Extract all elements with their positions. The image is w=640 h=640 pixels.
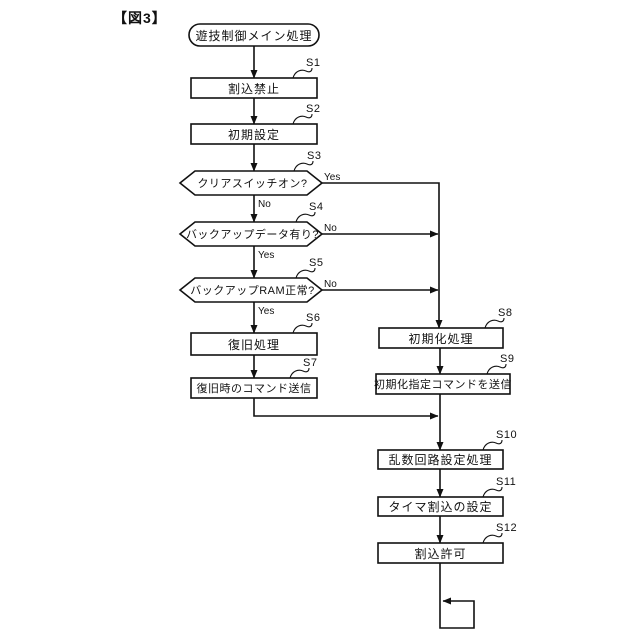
- decision-s3-label: クリアスイッチオン?: [197, 178, 308, 190]
- terminal-start-label: 遊技制御メイン処理: [195, 28, 313, 43]
- leader-s7: [289, 367, 310, 379]
- branch-label-s4-yes: Yes: [258, 250, 275, 261]
- branch-label-s5-no: No: [324, 279, 337, 290]
- branch-label-s4-no: No: [324, 223, 337, 234]
- connector-s7-merge: [253, 398, 439, 420]
- decision-s4-label: バックアップデータ有り?: [185, 229, 320, 241]
- leader-s1: [292, 67, 313, 79]
- process-s12-label: 割込許可: [414, 546, 467, 561]
- leader-s3: [293, 160, 314, 172]
- process-s1-label: 割込禁止: [227, 81, 280, 96]
- branch-label-s3-no: No: [258, 199, 271, 210]
- step-label-s2: S2: [306, 103, 321, 115]
- step-label-s8: S8: [498, 307, 513, 319]
- leader-s11: [482, 486, 503, 498]
- step-label-s1: S1: [306, 57, 321, 69]
- leader-s8: [484, 317, 505, 329]
- branch-label-s5-yes: Yes: [258, 306, 275, 317]
- step-label-s7: S7: [303, 357, 318, 369]
- process-s9-label: 初期化指定コマンドを送信: [374, 379, 512, 391]
- step-label-s9: S9: [500, 353, 515, 365]
- branch-label-s3-yes: Yes: [324, 172, 341, 183]
- step-label-s3: S3: [307, 150, 322, 162]
- connector-s3-yes-s8: [322, 182, 443, 329]
- step-label-s10: S10: [496, 429, 518, 441]
- leader-s10: [482, 439, 503, 451]
- decision-s5-label: バックアップRAM正常?: [190, 285, 315, 297]
- leader-s9: [486, 363, 507, 375]
- process-s8-label: 初期化処理: [408, 331, 474, 346]
- leader-s2: [292, 113, 313, 125]
- process-s7-label: 復旧時のコマンド送信: [196, 383, 312, 395]
- step-label-s5: S5: [309, 257, 324, 269]
- step-label-s11: S11: [496, 476, 517, 488]
- leader-s12: [482, 532, 503, 544]
- process-s11-label: タイマ割込の設定: [388, 500, 493, 514]
- process-s2-label: 初期設定: [227, 127, 280, 142]
- leader-s6: [292, 322, 313, 334]
- leader-s4: [295, 211, 316, 223]
- leader-s5: [295, 267, 316, 279]
- connector-s12-endless-loop: [439, 563, 475, 629]
- step-label-s12: S12: [496, 522, 518, 534]
- process-s10-label: 乱数回路設定処理: [388, 453, 493, 467]
- step-label-s4: S4: [309, 201, 324, 213]
- step-label-s6: S6: [306, 312, 321, 324]
- process-s6-label: 復旧処理: [227, 337, 280, 352]
- figure-title: 【図3】: [113, 10, 167, 26]
